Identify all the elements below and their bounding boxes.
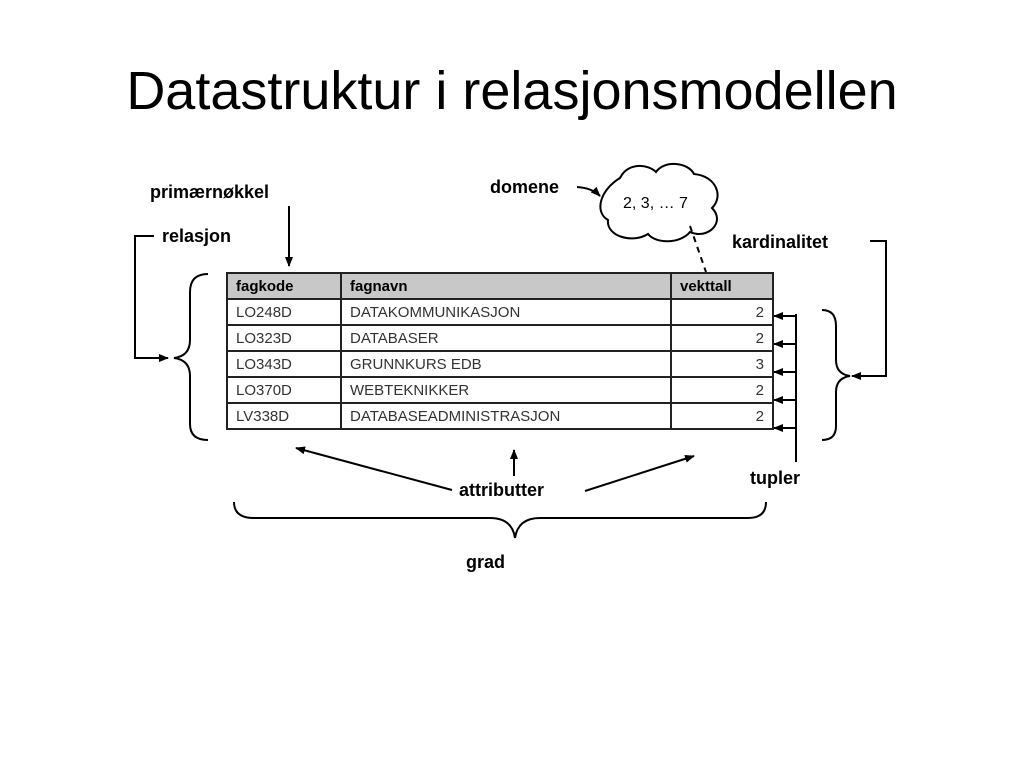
relation-brace bbox=[173, 273, 209, 441]
table-row: LO370D WEBTEKNIKKER 2 bbox=[226, 376, 774, 404]
table-cell: DATAKOMMUNIKASJON bbox=[340, 298, 672, 326]
table-cell: DATABASER bbox=[340, 324, 672, 352]
degree-label: grad bbox=[466, 552, 506, 572]
table-cell: LV338D bbox=[226, 402, 342, 430]
column-header: vekttall bbox=[670, 272, 774, 300]
tuples-label: tupler bbox=[750, 468, 801, 488]
cardinality-bracket bbox=[851, 240, 887, 380]
degree-brace bbox=[233, 501, 767, 539]
slide-title: Datastruktur i relasjonsmodellen bbox=[126, 61, 898, 121]
column-header: fagnavn bbox=[340, 272, 672, 300]
table-row: LO343D GRUNNKURS EDB 3 bbox=[226, 350, 774, 378]
table-row: LO248D DATAKOMMUNIKASJON 2 bbox=[226, 298, 774, 326]
table-cell: LO248D bbox=[226, 298, 342, 326]
table-cell: LO323D bbox=[226, 324, 342, 352]
table-row: LV338D DATABASEADMINISTRASJON 2 bbox=[226, 402, 774, 430]
table-cell: 2 bbox=[670, 324, 774, 352]
table-cell: GRUNNKURS EDB bbox=[340, 350, 672, 378]
attribute-arrow bbox=[584, 454, 695, 492]
relation-label: relasjon bbox=[162, 226, 232, 246]
domain-values: 2, 3, … 7 bbox=[623, 195, 688, 212]
domain-arrow bbox=[576, 186, 601, 197]
table-cell: DATABASEADMINISTRASJON bbox=[340, 402, 672, 430]
domain-dashed-line bbox=[689, 225, 707, 273]
table-header-row: fagkode fagnavn vekttall bbox=[226, 272, 774, 300]
table-cell: 2 bbox=[670, 402, 774, 430]
table-cell: 2 bbox=[670, 376, 774, 404]
primary-key-label: primærnøkkel bbox=[150, 182, 270, 202]
table-row: LO323D DATABASER 2 bbox=[226, 324, 774, 352]
relation-bracket bbox=[134, 235, 169, 362]
cardinality-label: kardinalitet bbox=[732, 232, 829, 252]
table-cell: 2 bbox=[670, 298, 774, 326]
attributes-label: attributter bbox=[459, 480, 544, 500]
table-cell: LO343D bbox=[226, 350, 342, 378]
domain-label: domene bbox=[490, 177, 560, 197]
attribute-arrow bbox=[295, 446, 453, 491]
table-cell: 3 bbox=[670, 350, 774, 378]
tuples-brace bbox=[821, 309, 851, 441]
domain-cloud bbox=[599, 163, 719, 243]
relation-table: fagkode fagnavn vekttall LO248D DATAKOMM… bbox=[226, 272, 774, 430]
table-cell: LO370D bbox=[226, 376, 342, 404]
table-cell: WEBTEKNIKKER bbox=[340, 376, 672, 404]
column-header: fagkode bbox=[226, 272, 342, 300]
